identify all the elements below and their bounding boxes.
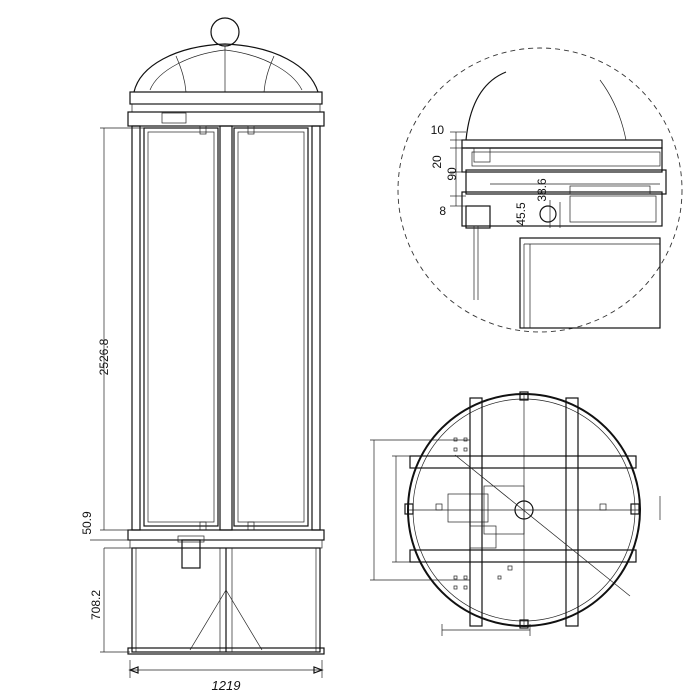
middle-ring — [127, 529, 325, 541]
detail-dim-45-5: 45.5 — [514, 202, 528, 226]
top-ring — [129, 91, 323, 105]
center-post — [219, 125, 233, 531]
plan-view — [370, 391, 661, 636]
center-hub — [514, 500, 534, 520]
dome — [133, 43, 319, 93]
detail-dim-8: 8 — [439, 204, 446, 218]
dim-height-base: 708.2 — [89, 590, 103, 620]
dim-height-main: 2526.8 — [97, 338, 111, 375]
right-glass-panel — [233, 127, 309, 527]
detail-dim-90: 90 — [445, 167, 459, 181]
detail-view: 10 20 90 8 45.5 38.6 — [397, 47, 683, 333]
dimension-lines — [90, 127, 324, 678]
front-elevation: 2526.8 50.9 708.2 1219 — [80, 17, 325, 693]
finial-ball — [210, 17, 240, 47]
detail-boundary-circle — [397, 47, 683, 333]
dim-height-joint: 50.9 — [80, 511, 94, 535]
dim-width: 1219 — [212, 678, 241, 693]
detail-dim-38-6: 38.6 — [535, 178, 549, 202]
left-post — [131, 125, 141, 531]
detail-dim-10: 10 — [431, 123, 445, 137]
left-glass-panel — [143, 127, 219, 527]
right-post — [311, 125, 321, 531]
bolt-hole — [539, 205, 557, 223]
detail-dim-20: 20 — [430, 155, 444, 169]
motor — [181, 539, 201, 569]
